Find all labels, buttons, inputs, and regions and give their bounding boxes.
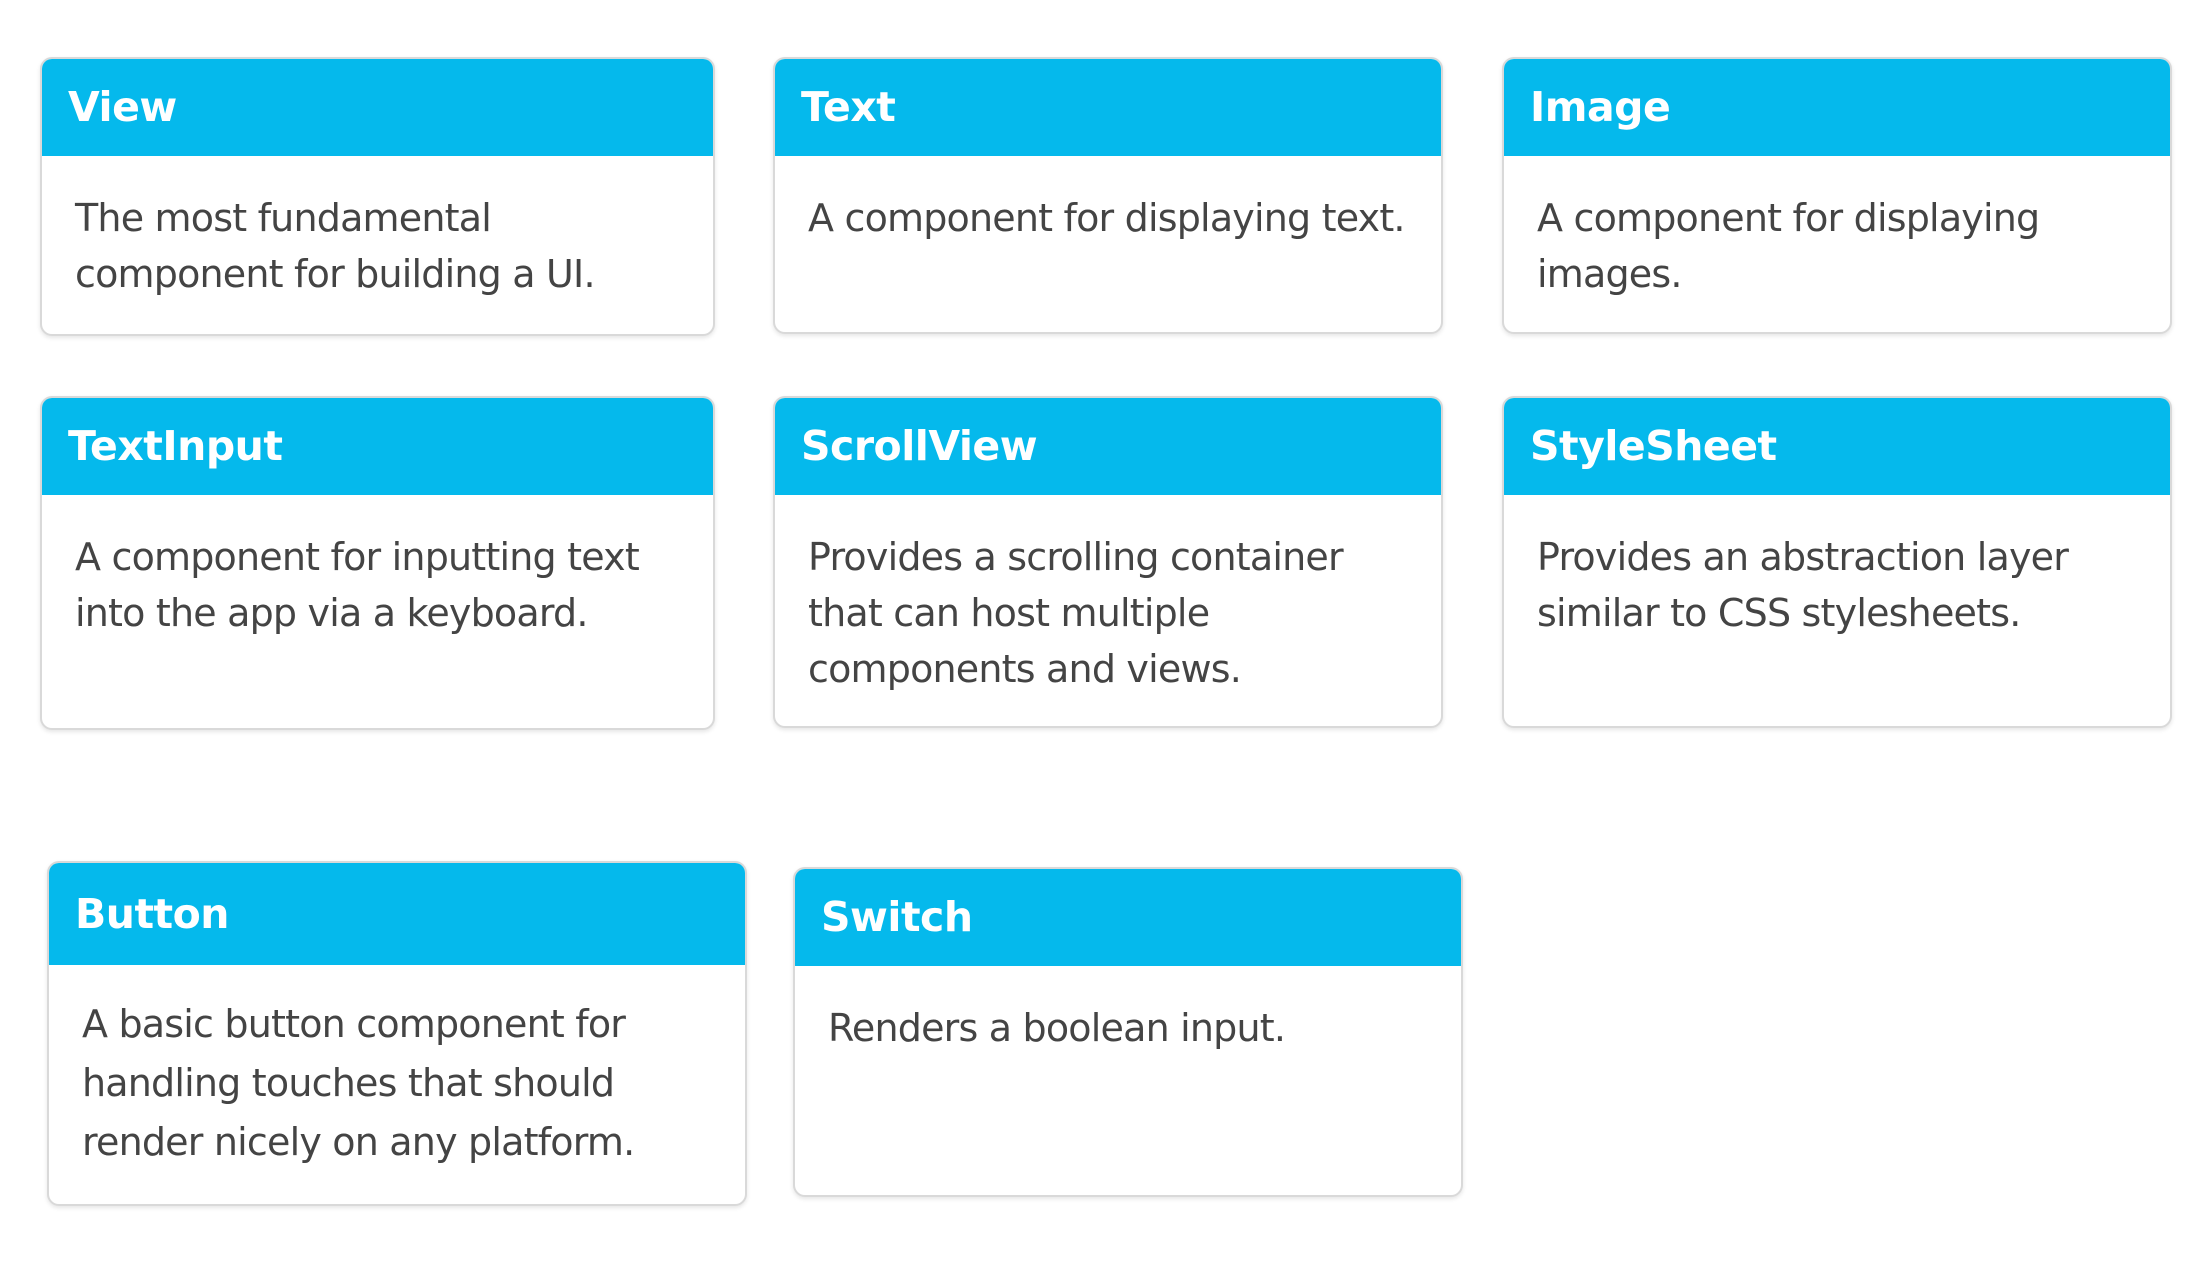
card-text[interactable]: Text A component for displaying text. [773,57,1443,334]
card-switch[interactable]: Switch Renders a boolean input. [793,867,1463,1197]
card-title: Button [49,863,745,965]
card-description: Renders a boolean input. [828,1006,1286,1050]
card-description: A component for displaying images. [1537,196,2040,296]
card-title: TextInput [42,398,713,495]
card-button[interactable]: Button A basic button component for hand… [47,861,747,1206]
card-title: Text [775,59,1441,156]
card-description: The most fundamental component for build… [75,196,596,296]
card-title: View [42,59,713,156]
card-title: StyleSheet [1504,398,2170,495]
card-textinput[interactable]: TextInput A component for inputting text… [40,396,715,730]
card-description: A component for displaying text. [808,196,1406,240]
card-title: ScrollView [775,398,1441,495]
card-title: Image [1504,59,2170,156]
card-description: A basic button component for handling to… [82,1002,635,1164]
card-description: Provides a scrolling container that can … [808,535,1344,691]
card-description: Provides an abstraction layer similar to… [1537,535,2069,635]
card-description: A component for inputting text into the … [75,535,640,635]
card-view[interactable]: View The most fundamental component for … [40,57,715,336]
card-scrollview[interactable]: ScrollView Provides a scrolling containe… [773,396,1443,728]
card-image[interactable]: Image A component for displaying images. [1502,57,2172,334]
card-stylesheet[interactable]: StyleSheet Provides an abstraction layer… [1502,396,2172,728]
card-title: Switch [795,869,1461,966]
